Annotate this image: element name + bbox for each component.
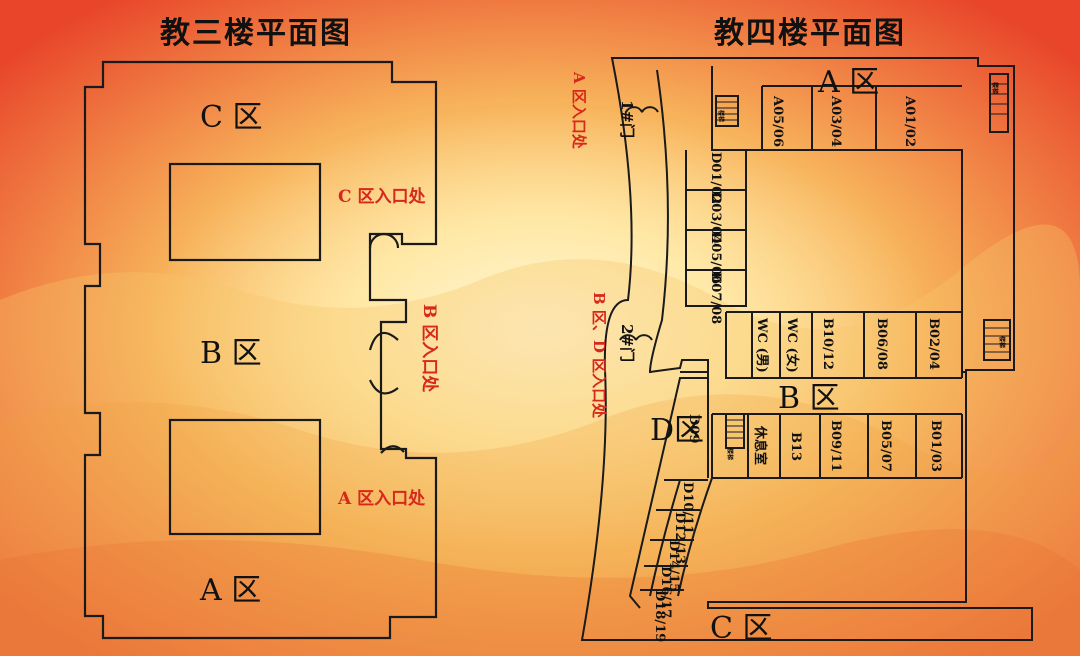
floor3-courtyard-lower xyxy=(168,418,322,536)
floor3-entrance-a: A 区入口处 xyxy=(337,488,426,509)
room-d18-19: D18/19 xyxy=(652,590,667,642)
floor3-zone-c: C 区 xyxy=(200,100,263,135)
room-wc-male: WC (男) xyxy=(754,317,769,373)
floor3-plan xyxy=(83,60,438,640)
floor4-corridor-d-upper xyxy=(685,150,747,307)
floor3-zone-a: A 区 xyxy=(199,573,261,608)
room-lounge: 休息室 xyxy=(752,425,768,465)
room-b06-08: B06/08 xyxy=(874,318,889,370)
floor3-door-b-lower xyxy=(368,379,399,395)
floor4-door1 xyxy=(625,106,659,113)
floor4-zone-c: C 区 xyxy=(710,611,773,646)
room-b02-04: B02/04 xyxy=(926,318,941,370)
floor4-door2-label: 2#门 xyxy=(618,324,636,362)
room-b09-11: B09/11 xyxy=(828,420,843,472)
room-d07-08: D07/08 xyxy=(708,272,723,324)
floor4-rooms-b-upper xyxy=(725,311,963,379)
floor4-title: 教四楼平面图 xyxy=(714,16,906,51)
floor4-corridor-a xyxy=(711,66,966,373)
room-d12-13: D12/13 xyxy=(672,512,687,564)
stairs-label-right: 楼梯 xyxy=(998,336,1006,348)
stairs-label-top-right: 楼梯 xyxy=(991,82,999,94)
stairs-label-a: 楼梯 xyxy=(717,110,725,122)
floor3-courtyard-upper xyxy=(168,162,322,262)
stairs-label-b: 楼梯 xyxy=(726,448,734,460)
floor4-zone-d: D区 xyxy=(650,413,704,448)
room-a01-02: A01/02 xyxy=(902,95,917,147)
floor4-stairs-top-right xyxy=(989,73,1009,133)
floor4-door2 xyxy=(619,334,653,341)
room-b05-07: B05/07 xyxy=(878,420,893,472)
room-d03-04: D03/04 xyxy=(708,192,723,244)
floor3-outline xyxy=(83,60,438,640)
floor4-stairs-a xyxy=(715,95,739,127)
room-d14-15: D14/15 xyxy=(666,540,681,592)
floor4-zone-b: B 区 xyxy=(778,381,840,416)
room-d01-02: D01/02 xyxy=(708,152,723,204)
room-b13: B13 xyxy=(788,432,803,461)
floor3-title: 教三楼平面图 xyxy=(160,16,352,51)
floor4-stairs-b xyxy=(725,413,745,449)
floor4-stairs-right xyxy=(983,319,1011,361)
floor3-door-b-upper xyxy=(368,331,399,351)
room-d09: D09 xyxy=(686,414,701,443)
floor4-plan xyxy=(580,57,1033,641)
room-a05-06: A05/06 xyxy=(770,95,785,147)
floor4-rooms-a-row xyxy=(761,85,962,150)
floor4-entrance-bd: B 区、D 区入口处 xyxy=(590,292,608,419)
room-a03-04: A03/04 xyxy=(828,95,843,147)
floor3-door-c xyxy=(368,232,400,249)
floor4-stair-hatching xyxy=(716,83,1010,439)
room-wc-female: WC (女) xyxy=(784,317,800,373)
floor4-zone-a: A 区 xyxy=(817,65,879,100)
floor4-corridor-d-lower xyxy=(640,371,713,597)
floor3-entrance-b: B 区入口处 xyxy=(419,304,440,393)
floor3-door-a xyxy=(380,445,405,454)
floor4-outline-outer xyxy=(580,57,1033,641)
room-d10-11: D10/11 xyxy=(680,482,695,534)
floor4-outline-inner xyxy=(628,69,709,609)
room-b10-12: B10/12 xyxy=(820,318,835,370)
floor4-entrance-a: A 区入口处 xyxy=(570,71,588,150)
room-d16-17: D16/17 xyxy=(658,566,673,618)
floor3-zone-b: B 区 xyxy=(200,336,262,371)
room-d05-06: D05/06 xyxy=(708,232,723,284)
floor4-door1-label: 1#门 xyxy=(618,100,636,138)
floor3-entrance-c: C 区入口处 xyxy=(338,186,426,207)
room-b01-03: B01/03 xyxy=(928,420,943,472)
